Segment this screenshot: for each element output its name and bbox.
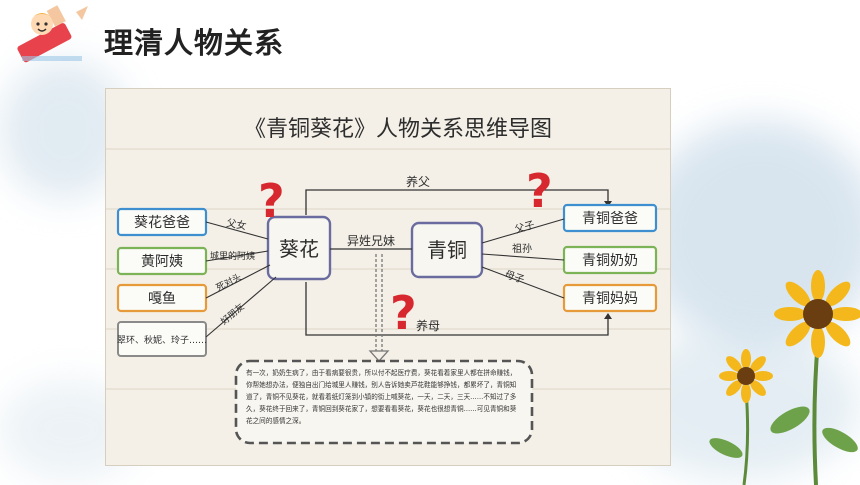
svg-text:葵花爸爸: 葵花爸爸 <box>134 215 190 231</box>
edge-label-father-son: 父子 <box>514 219 537 236</box>
edge-label-rival: 死对头 <box>214 271 244 294</box>
center-node-qingtong-label: 青铜 <box>427 238 467 262</box>
left-node-huang-auntie: 黄阿姨 <box>116 246 208 276</box>
mindmap-diagram: 《青铜葵花》人物关系思维导图 养父 养母 葵花 青铜 异姓兄妹 葵花爸爸 父女 … <box>106 117 670 445</box>
svg-text:青铜爸爸: 青铜爸爸 <box>582 211 638 227</box>
center-node-kuihua-label: 葵花 <box>279 237 319 261</box>
story-box <box>234 359 534 445</box>
svg-text:黄阿姨: 黄阿姨 <box>141 253 183 270</box>
edge-label-grandparent: 祖孙 <box>512 242 532 255</box>
pencil-mascot-icon <box>17 5 88 63</box>
question-mark-left: ? <box>258 174 285 228</box>
edge-label-father-daughter: 父女 <box>225 216 247 232</box>
svg-text:翠环、秋妮、玲子……: 翠环、秋妮、玲子…… <box>117 334 207 346</box>
left-node-kuihua-father: 葵花爸爸 <box>116 207 208 237</box>
edge-label-city-auntie: 城里的阿姨 <box>210 250 255 262</box>
edge-label-siblings: 异姓兄妹 <box>347 234 395 248</box>
svg-text:青铜奶奶: 青铜奶奶 <box>582 253 638 269</box>
story-text: 有一次，奶奶生病了，由于看病要很贵，所以付不起医疗费，葵花看着家里人都在拼命赚钱… <box>246 369 517 425</box>
edge-label-foster-father: 养父 <box>406 174 430 189</box>
right-node-qingtong-mother: 青铜妈妈 <box>562 283 658 313</box>
right-node-qingtong-grandma: 青铜奶奶 <box>562 245 658 275</box>
mindmap-title: 《青铜葵花》人物关系思维导图 <box>244 117 552 142</box>
center-node-qingtong <box>410 221 484 279</box>
slide-header: 理清人物关系 <box>14 4 394 74</box>
edge-label-friends: 好朋友 <box>218 301 246 328</box>
center-node-kuihua <box>266 215 332 281</box>
right-node-qingtong-father: 青铜爸爸 <box>562 203 658 233</box>
left-node-friends: 翠环、秋妮、玲子…… <box>117 321 207 357</box>
svg-text:青铜妈妈: 青铜妈妈 <box>582 291 638 307</box>
left-node-gayu: 嘎鱼 <box>116 283 208 313</box>
edge-label-mother-son: 母子 <box>503 268 526 286</box>
mindmap-photo: 《青铜葵花》人物关系思维导图 养父 养母 葵花 青铜 异姓兄妹 葵花爸爸 父女 … <box>106 89 670 465</box>
edge-label-foster-mother: 养母 <box>416 318 440 333</box>
question-mark-right: ? <box>526 164 553 218</box>
page-title: 理清人物关系 <box>104 26 285 60</box>
question-mark-center: ? <box>390 286 417 340</box>
svg-text:嘎鱼: 嘎鱼 <box>148 290 176 307</box>
sunflower-decoration-icon <box>709 270 860 485</box>
